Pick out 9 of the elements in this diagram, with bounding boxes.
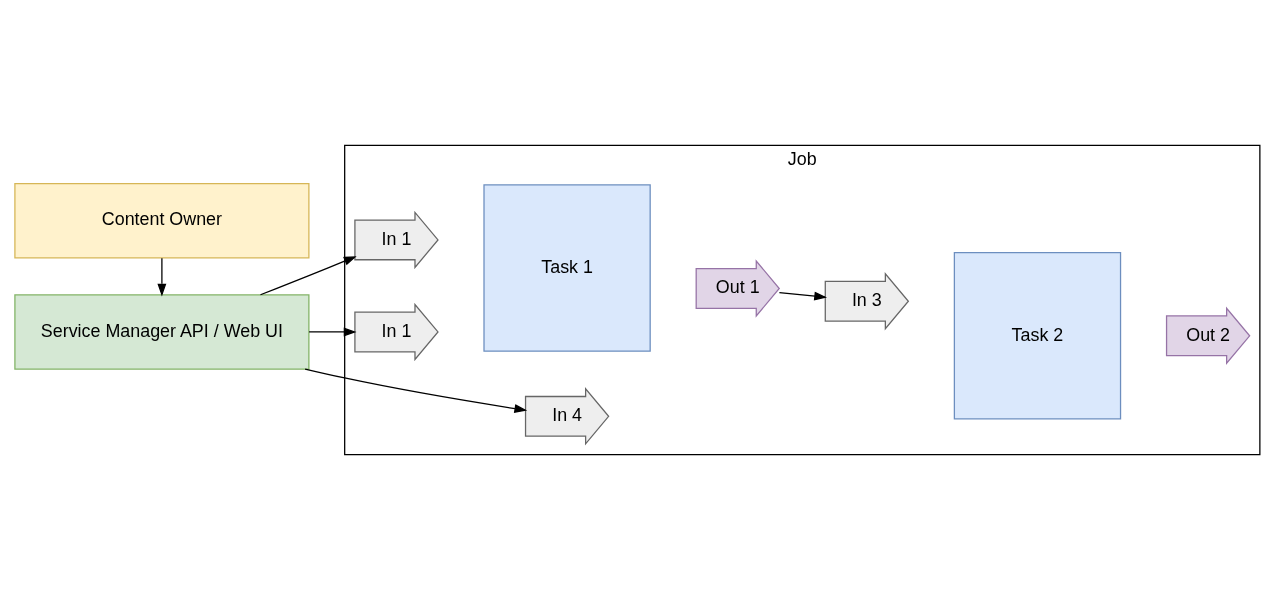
arrow — [157, 257, 167, 297]
node-box: Task 2 — [953, 252, 1122, 420]
arrow — [308, 327, 357, 337]
arrow — [304, 368, 528, 413]
node-box: Task 1 — [483, 184, 651, 352]
node-box: Service Manager API / Web UI — [14, 294, 310, 370]
arrow — [778, 291, 828, 301]
node-box: Content Owner — [14, 183, 310, 259]
arrow — [259, 256, 357, 296]
